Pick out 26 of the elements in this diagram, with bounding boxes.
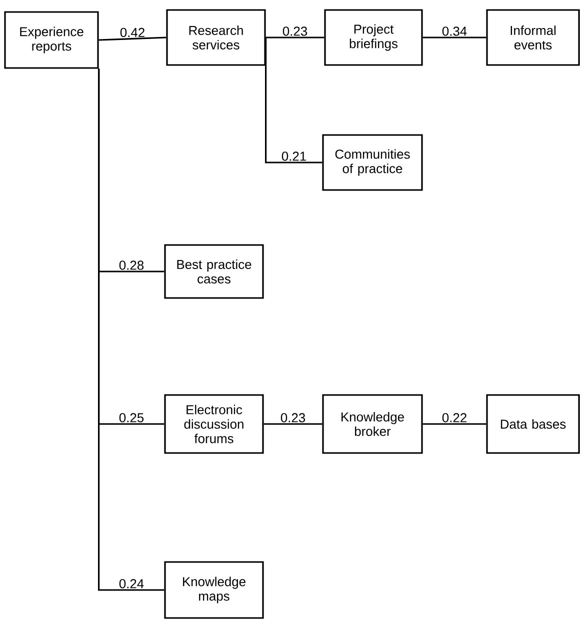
process-box: Experience reports bbox=[4, 11, 99, 69]
edge-label: 0.42 bbox=[120, 28, 144, 38]
edge-label: 0.23 bbox=[282, 26, 308, 36]
process-box: Electronic discussion forums bbox=[164, 394, 264, 454]
connector-line bbox=[264, 423, 322, 425]
edge-label: 0.34 bbox=[442, 26, 467, 36]
connector-line bbox=[98, 68, 164, 591]
connector-line bbox=[98, 36, 166, 41]
process-box: Knowledge maps bbox=[164, 561, 264, 619]
process-box: Project briefings bbox=[324, 9, 423, 66]
connector-line bbox=[266, 36, 324, 38]
connector-line bbox=[422, 423, 486, 425]
edge-label: 0.22 bbox=[442, 413, 466, 422]
process-box: Research services bbox=[166, 9, 266, 66]
process-box: Data bases bbox=[486, 394, 580, 454]
connector-line bbox=[422, 36, 486, 38]
connector-line bbox=[265, 38, 322, 164]
edge-label: 0.28 bbox=[119, 260, 144, 270]
process-box: Knowledge broker bbox=[322, 394, 423, 454]
process-box: Communities of practice bbox=[322, 134, 423, 191]
edge-label: 0.21 bbox=[282, 152, 306, 161]
edge-label: 0.25 bbox=[119, 413, 144, 422]
process-box: Best practice cases bbox=[164, 244, 264, 299]
edge-label: 0.23 bbox=[280, 413, 306, 422]
edge-label: 0.24 bbox=[119, 579, 144, 588]
process-box: Informal events bbox=[486, 9, 580, 66]
